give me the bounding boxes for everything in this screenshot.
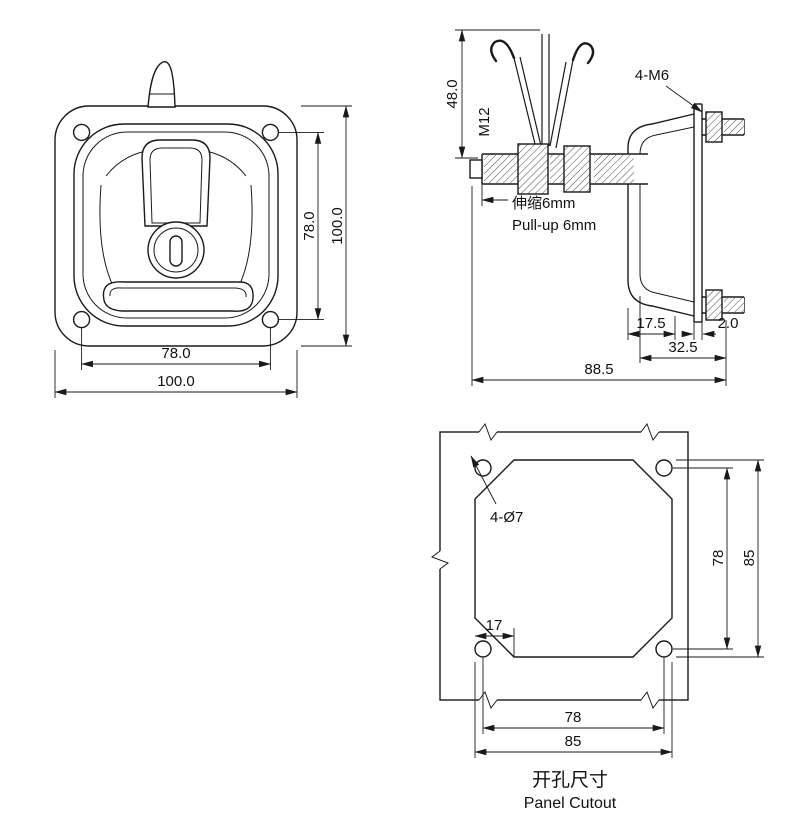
pull-rod-right [555,59,574,149]
shaft-nut-b [563,145,591,193]
stud-top-nut [705,111,723,143]
dim-cutout-hole-spacing-h: 78 [482,658,665,734]
handle-housing-inner [149,147,203,224]
cutout-octagon [474,459,673,658]
mount-hole-bottom-right [261,310,280,329]
callout-4m6: 4-M6 [635,67,703,113]
caption-chinese: 开孔尺寸 [532,769,608,791]
dim-cutout-size-v: 85 [676,459,764,658]
hook-left [490,39,516,63]
mount-hole-top-right [261,123,280,142]
stud-bottom [702,289,745,321]
dim-label-cutout-size-h: 85 [565,733,582,750]
dim-label-depth-a: 17.5 [636,315,665,332]
dim-label-front-height: 100.0 [329,207,346,245]
keyhole [169,235,183,267]
pan-body [627,113,695,317]
caption-english: Panel Cutout [524,795,617,812]
stud-bottom-nut [705,289,723,321]
dim-front-hole-spacing-v: 78.0 [279,131,324,321]
pan-contour-left [99,184,115,289]
dim-label-chamfer: 17 [486,617,503,634]
pan-contour-top-right [209,151,247,177]
threaded-shaft [469,143,648,195]
shaft-tip [469,159,483,179]
side-view: 48.0 M12 4-M6 伸缩6mm Pull-up 6mm 17.5 2 [444,29,745,386]
cutout-hole-bottom-left [474,640,492,658]
dim-front-hole-spacing-h: 78.0 [81,328,271,370]
dim-cutout-size-h: 85 [474,662,673,758]
shaft-nut-a [517,143,549,195]
hook-right [571,42,595,65]
dim-front-width: 100.0 [54,350,298,398]
pan-contour-right [237,184,253,289]
dim-depth-b: 32.5 [639,296,727,386]
key-cylinder-inner [153,227,199,273]
pull-rod-right-b [549,61,567,147]
dim-label-cutout-hole-spacing-h: 78 [565,709,582,726]
cutout-hole-top-right [655,459,673,477]
callout-holes: 4-Ø7 [470,455,523,526]
dim-label-depth-b: 32.5 [668,339,697,356]
stud-callout-label: 4-M6 [635,67,669,84]
travel-note: 伸缩6mm Pull-up 6mm [481,180,596,234]
mount-hole-bottom-left [72,310,91,329]
front-view: 78.0 100.0 78.0 100.0 [54,61,352,398]
break-marks [430,422,660,710]
latch-tab [147,61,176,108]
recess-outline-inner [82,131,270,319]
handle-housing [141,139,211,227]
dim-total-length: 88.5 [471,186,727,386]
dim-label-cutout-size-v: 85 [741,550,758,567]
flange-plate [693,103,703,323]
pan-contour-top-left [105,151,143,177]
dim-label-front-hole-spacing-h: 78.0 [161,345,190,362]
thread-label-m12: M12 [476,107,493,136]
dim-label-cutout-hole-spacing-v: 78 [710,550,727,567]
panel-cutout-view: 4-Ø7 17 78 85 78 [430,422,764,812]
hole-callout-label: 4-Ø7 [490,509,523,526]
travel-note-cn: 伸缩6mm [512,195,575,212]
paddle-grip-inner [109,287,247,298]
recess-outline-outer [73,123,279,327]
dim-label-flange-thickness: 2.0 [718,315,739,332]
dim-front-height: 100.0 [301,105,352,347]
paddle-grip [102,281,254,312]
mount-hole-top-left [72,123,91,142]
pan-body-inner [639,126,695,303]
pull-rod-left [513,57,537,149]
dim-label-total-length: 88.5 [584,361,613,378]
travel-note-en: Pull-up 6mm [512,217,596,234]
dim-cutout-hole-spacing-v: 78 [673,467,733,650]
dim-label-rod-height: 48.0 [444,79,461,108]
stud-top [702,111,745,143]
dim-chamfer: 17 [474,617,515,657]
dim-label-front-hole-spacing-v: 78.0 [301,211,318,240]
dim-flange-thickness: 2.0 [681,315,739,340]
dim-rod-height: 48.0 [444,29,540,159]
cutout-hole-bottom-right [655,640,673,658]
pull-rod-left-b [519,56,542,147]
dim-depth-a: 17.5 [627,308,676,340]
dim-label-front-width: 100.0 [157,373,195,390]
key-cylinder-outer [147,221,205,279]
